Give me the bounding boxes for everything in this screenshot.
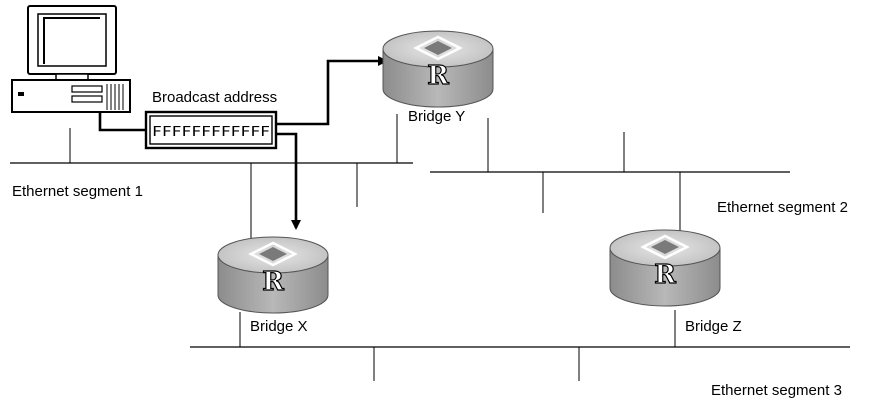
ethernet-segment-3-label: Ethernet segment 3 bbox=[711, 382, 842, 399]
broadcast-frame-inner bbox=[149, 115, 273, 145]
router-cylinder-icon bbox=[381, 29, 495, 109]
host-cable bbox=[98, 112, 148, 132]
bridge-x-label: Bridge X bbox=[250, 318, 308, 335]
ethernet-bus-3 bbox=[190, 310, 850, 381]
arrow-to-bridge-y bbox=[276, 56, 388, 126]
desktop-computer-icon bbox=[11, 5, 131, 113]
ethernet-segment-2-label: Ethernet segment 2 bbox=[717, 199, 848, 216]
ethernet-segment-1-label: Ethernet segment 1 bbox=[12, 183, 143, 200]
ethernet-bus-1 bbox=[10, 114, 413, 288]
bridge-y-label: Bridge Y bbox=[408, 108, 465, 125]
router-cylinder-icon bbox=[216, 235, 330, 315]
ethernet-bus-2 bbox=[430, 118, 790, 240]
router-cylinder-icon bbox=[608, 228, 722, 308]
broadcast-mac-value: FFFFFFFFFFFF bbox=[152, 125, 270, 140]
arrow-to-bridge-x bbox=[276, 132, 301, 230]
bridge-z-label: Bridge Z bbox=[685, 318, 742, 335]
broadcast-address-label: Broadcast address bbox=[152, 89, 277, 106]
